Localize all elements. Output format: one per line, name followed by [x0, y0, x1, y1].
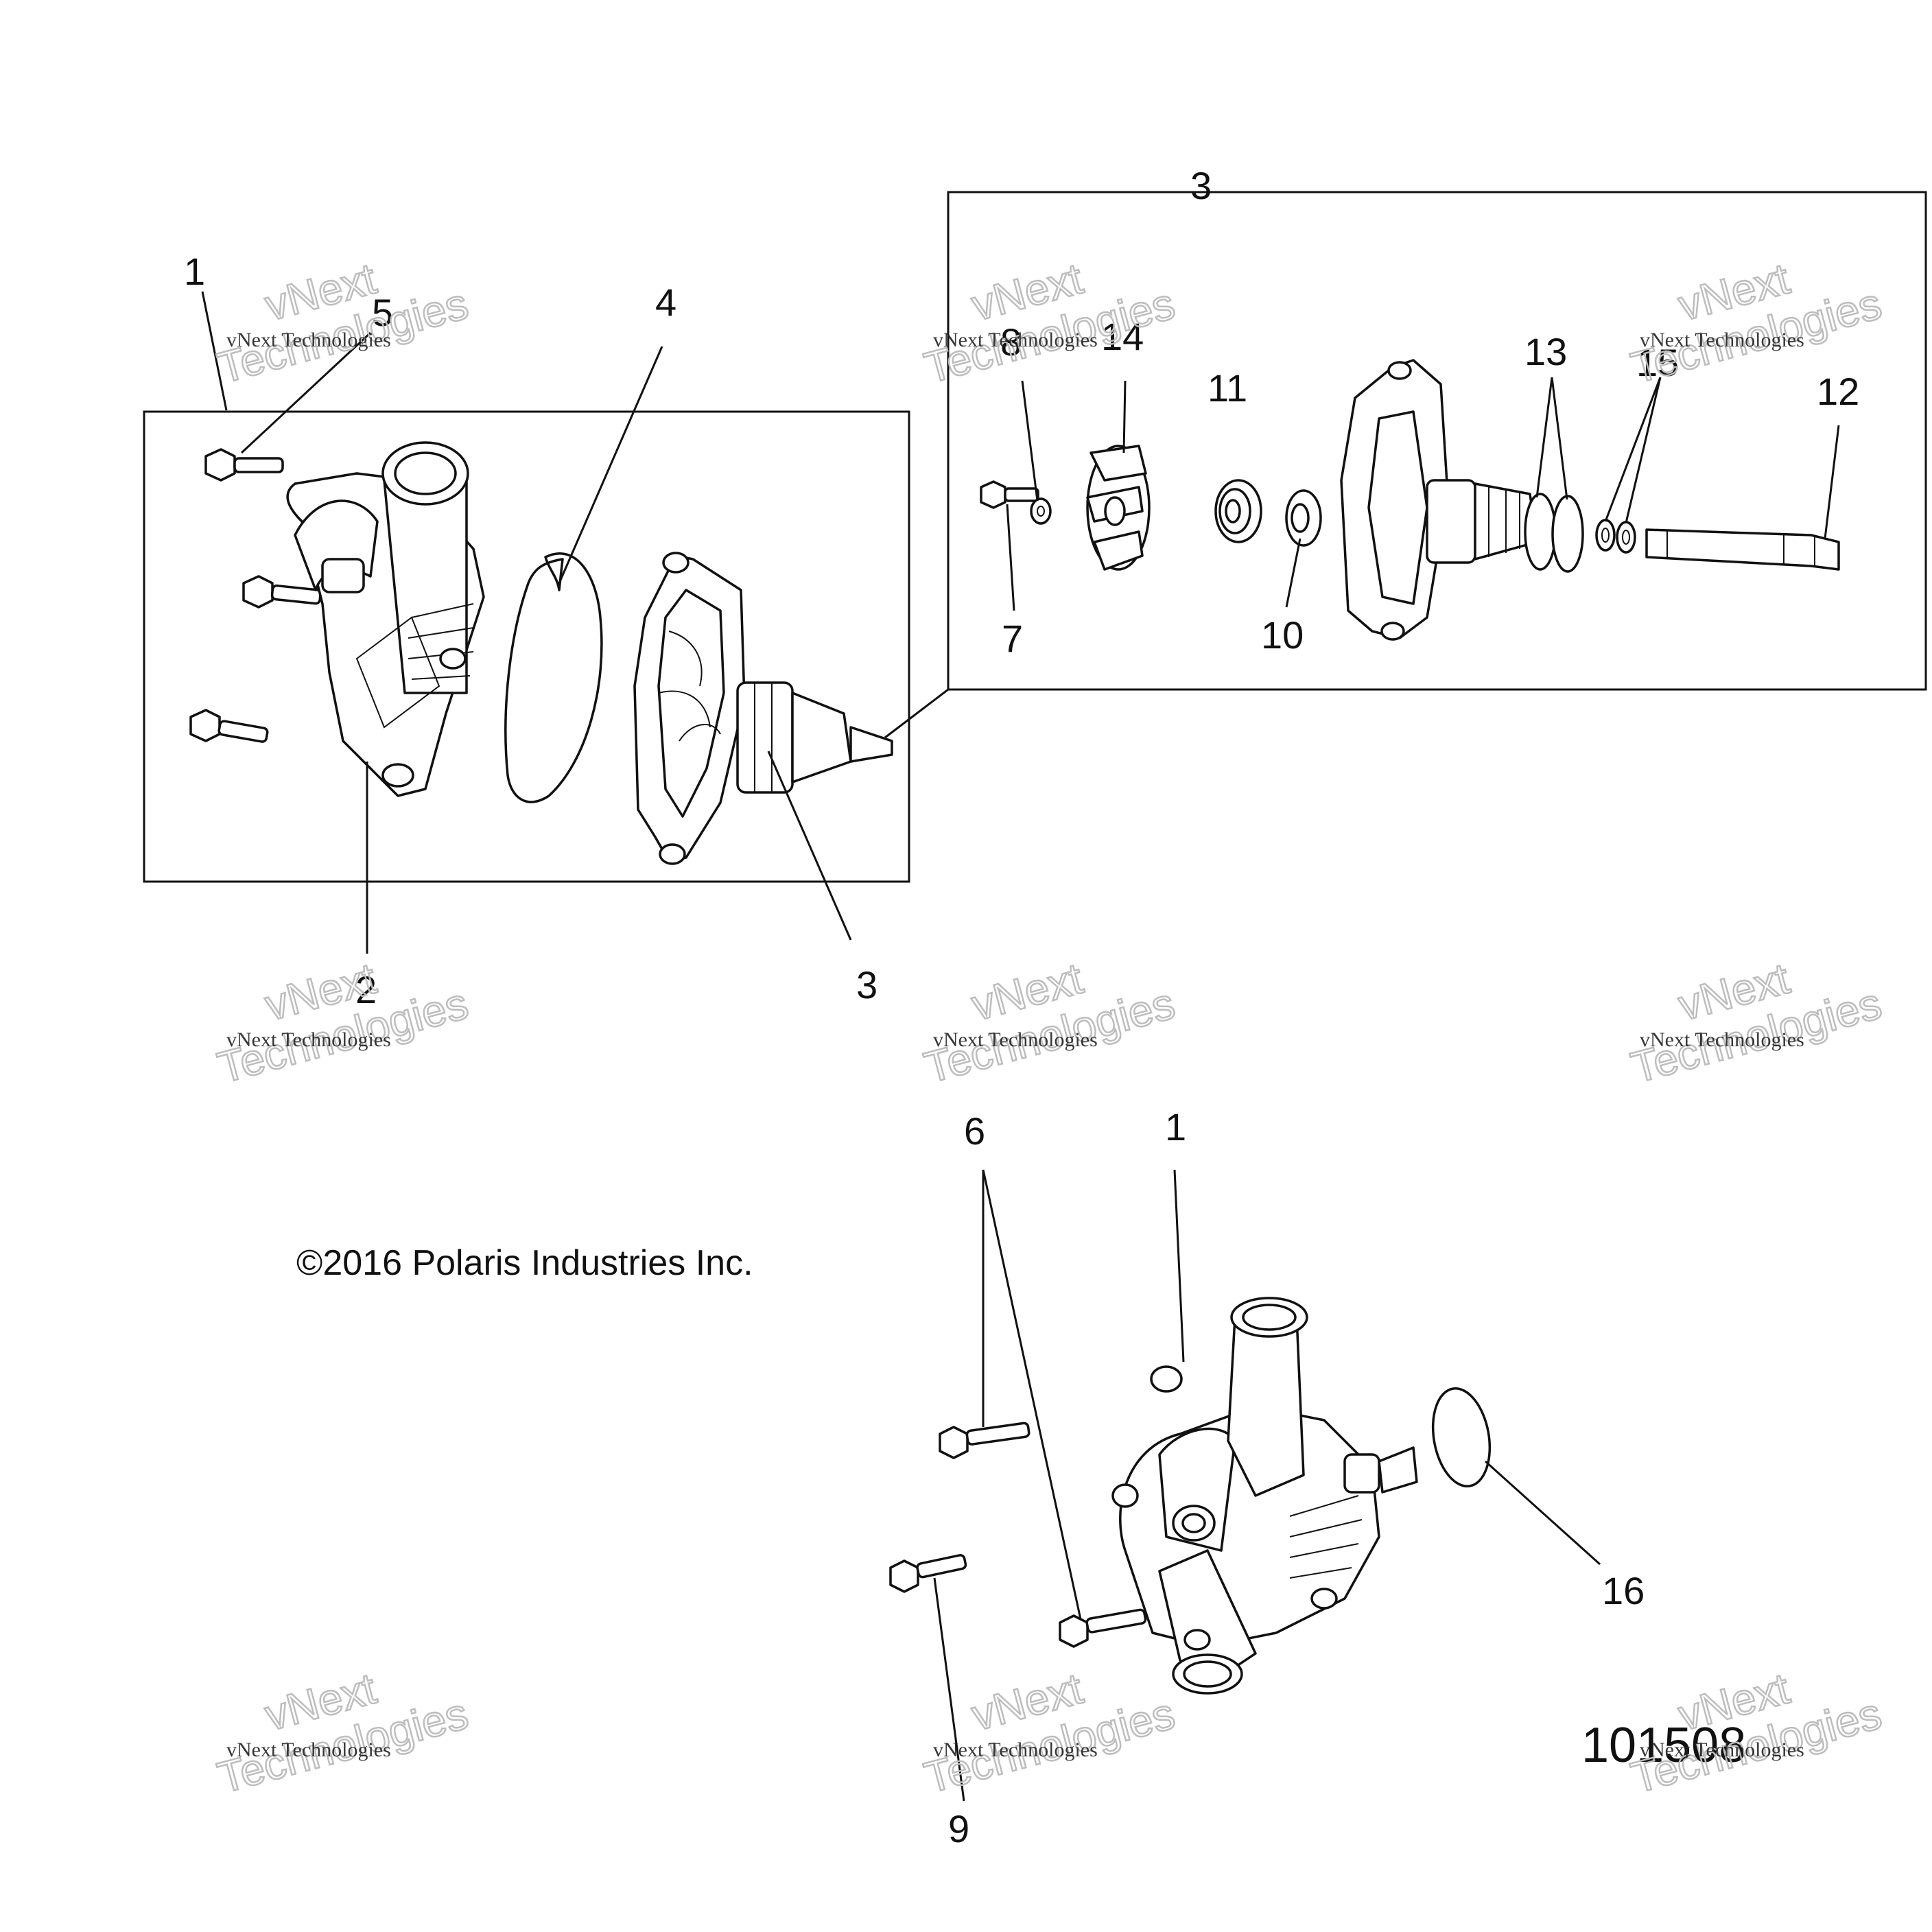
svg-text:vNext Technologies: vNext Technologies [1640, 1028, 1804, 1051]
watermark-r1c1: vNext Technologies vNext Technologies [212, 252, 474, 393]
callout-5: 5 [372, 291, 393, 334]
assembly-3-connector [884, 688, 949, 739]
callout-12: 12 [1817, 370, 1859, 413]
callout-13: 13 [1524, 330, 1567, 373]
o-ring-13-a [1524, 493, 1557, 571]
bolt-6-a [939, 1422, 1030, 1459]
water-pump-assembly-1 [1111, 1297, 1418, 1695]
svg-text:vNext Technologies: vNext Technologies [933, 1739, 1098, 1761]
svg-text:vNext Technologies: vNext Technologies [1640, 1739, 1804, 1761]
callout-2: 2 [355, 968, 377, 1011]
callout-4: 4 [655, 281, 676, 324]
callout-7: 7 [1002, 617, 1023, 660]
bolt-5-b [242, 575, 322, 609]
seal-11 [1214, 479, 1262, 543]
callout-3-mid: 3 [856, 963, 877, 1006]
callout-16: 16 [1602, 1569, 1645, 1612]
watermark-r2c1: vNext Technologies vNext Technologies [212, 952, 474, 1093]
pump-cover-2 [286, 441, 485, 797]
washer-8 [1030, 497, 1052, 525]
svg-text:vNext Technologies: vNext Technologies [226, 329, 391, 351]
watermark-r3c1: vNext Technologies vNext Technologies [212, 1662, 474, 1803]
callout-6: 6 [964, 1109, 985, 1153]
callout-9: 9 [948, 1807, 969, 1850]
shaft-12 [1645, 528, 1840, 571]
bolt-6-b [1059, 1608, 1147, 1648]
svg-text:vNext Technologies: vNext Technologies [933, 329, 1098, 351]
svg-text:vNext Technologies: vNext Technologies [226, 1028, 391, 1051]
washer-15-b [1616, 521, 1636, 554]
svg-text:vNext Technologies: vNext Technologies [226, 1739, 391, 1761]
callout-11: 11 [1208, 366, 1247, 410]
impeller-14 [1086, 445, 1151, 571]
callout-14: 14 [1101, 315, 1144, 358]
bolt-7 [980, 480, 1039, 509]
seal-10 [1285, 489, 1322, 547]
washer-15-a [1595, 519, 1616, 552]
assembly-1-box [143, 410, 910, 883]
callout-1-bottom: 1 [1165, 1105, 1186, 1148]
bolt-5-a [204, 448, 284, 482]
watermark-r2c3: vNext Technologies vNext Technologies [1625, 952, 1887, 1093]
bolt-9 [889, 1554, 967, 1593]
o-ring-13-b [1551, 495, 1584, 573]
assembly-3-box [947, 191, 1927, 691]
diagram-number: 101508 [1581, 1718, 1746, 1773]
watermark-r3c2: vNext Technologies vNext Technologies [919, 1662, 1181, 1803]
bolt-5-c [189, 709, 269, 743]
leader-lines [201, 291, 1840, 1802]
callout-1-top: 1 [184, 250, 205, 293]
gasket-4 [504, 552, 603, 803]
callout-10: 10 [1261, 613, 1304, 657]
callout-3-box: 3 [1190, 164, 1212, 207]
pump-housing-3 [633, 552, 893, 865]
svg-text:vNext Technologies: vNext Technologies [933, 1028, 1098, 1051]
watermark-r2c2: vNext Technologies vNext Technologies [919, 952, 1181, 1093]
callout-15: 15 [1636, 341, 1679, 384]
o-ring-16 [1431, 1387, 1492, 1487]
callout-8: 8 [1000, 320, 1022, 364]
copyright-text: ©2016 Polaris Industries Inc. [296, 1243, 753, 1283]
pump-housing-body [1340, 359, 1538, 641]
svg-text:vNext Technologies: vNext Technologies [1640, 329, 1804, 351]
